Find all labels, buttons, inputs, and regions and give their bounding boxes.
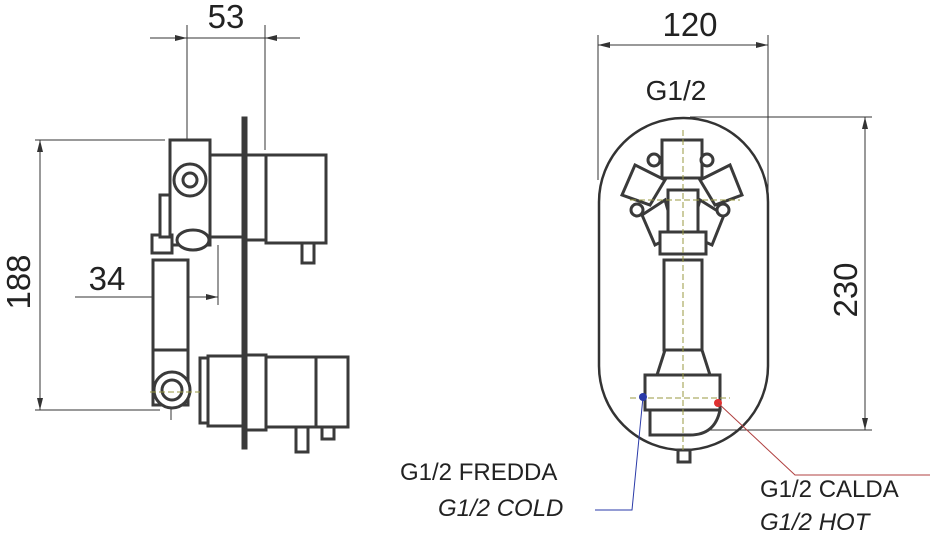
front-view: 120 G1/2 230 G1/2 FREDDA bbox=[400, 6, 930, 535]
cold-label-en: G1/2 COLD bbox=[438, 495, 563, 522]
cold-leader-line bbox=[595, 396, 644, 511]
dimension-53: 53 bbox=[208, 0, 245, 35]
hot-label-it: G1/2 CALDA bbox=[760, 476, 899, 503]
hot-label-en: G1/2 HOT bbox=[760, 509, 872, 535]
dimension-120: 120 bbox=[662, 6, 717, 43]
wall-plate bbox=[241, 116, 248, 450]
connecting-pipe bbox=[151, 258, 190, 352]
top-connection-label: G1/2 bbox=[646, 75, 707, 106]
dimension-188: 188 bbox=[0, 254, 37, 309]
dimension-230: 230 bbox=[827, 262, 864, 317]
handle-bottom bbox=[264, 355, 318, 429]
dimension-34: 34 bbox=[89, 260, 126, 297]
side-view: 53 188 34 bbox=[0, 0, 350, 454]
handle-top bbox=[264, 153, 328, 245]
cold-label-it: G1/2 FREDDA bbox=[400, 459, 557, 486]
hot-leader-line bbox=[717, 402, 930, 476]
